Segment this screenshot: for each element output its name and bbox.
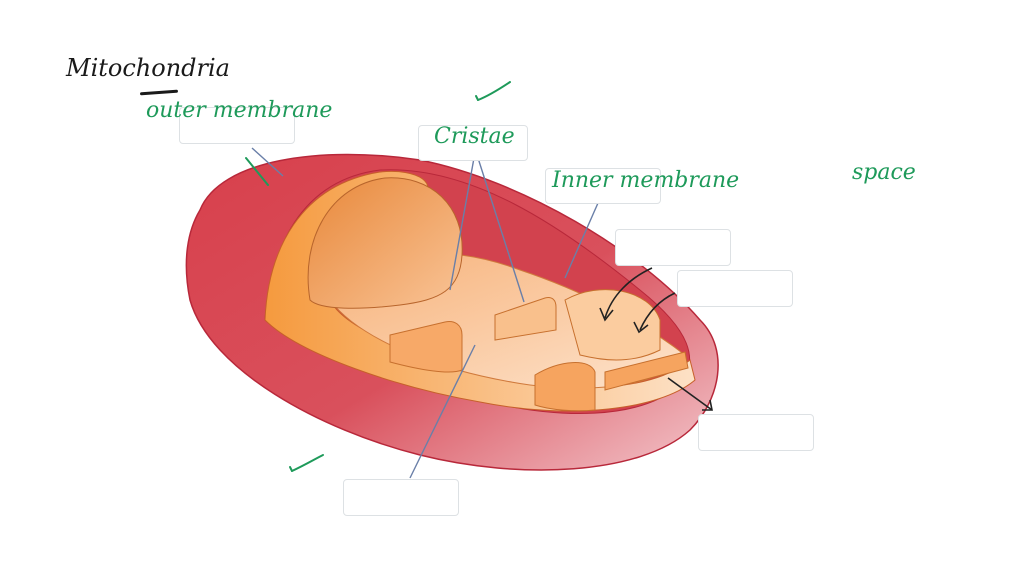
- label-box-blank-4[interactable]: [343, 479, 459, 516]
- annotation-outer-membrane: outer membrane: [146, 98, 333, 123]
- arrows: [599, 267, 713, 411]
- crista-fold-4: [564, 289, 661, 361]
- crista-fold-3: [534, 362, 596, 412]
- diagram-title: Mitochondria: [66, 54, 230, 82]
- label-box-outer-membrane[interactable]: [179, 107, 295, 144]
- crista-fold-1: [389, 321, 463, 373]
- annotation-space: space: [852, 160, 916, 185]
- label-box-cristae[interactable]: [418, 125, 528, 161]
- label-box-blank-1[interactable]: [615, 229, 731, 266]
- annotation-cristae: Cristae: [434, 124, 515, 149]
- label-box-blank-2[interactable]: [677, 270, 793, 307]
- leader-lines: [251, 147, 599, 479]
- label-box-blank-3[interactable]: [698, 414, 814, 451]
- crista-fold-5: [604, 351, 689, 391]
- crista-fold-2: [494, 297, 557, 341]
- green-marks: [245, 81, 511, 472]
- annotation-inner-membrane: Inner membrane: [552, 168, 740, 193]
- label-box-inner-membrane[interactable]: [545, 168, 661, 204]
